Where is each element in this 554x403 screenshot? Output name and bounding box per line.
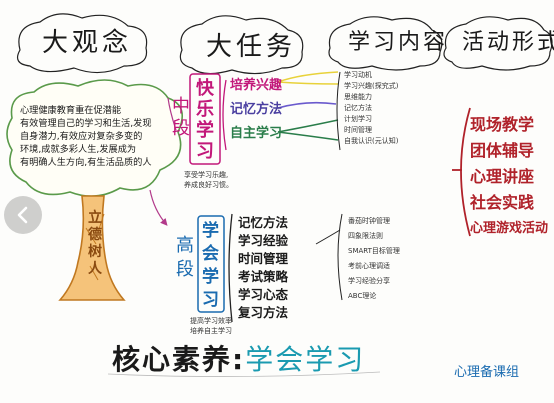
header-big-task: 大任务 [206,32,297,62]
link-memory [277,101,337,109]
big-concept-text: 心理健康教育重在促潜能 有效管理自己的学习和生活,发现 自身潜力,有效应对复杂多… [20,104,152,169]
content-item: 学习经验分享 [348,277,390,285]
content-item: 自我认识(元认知) [344,137,399,145]
activity-item: 心理游戏活动 [470,221,549,236]
high-task: 时间管理 [238,251,289,266]
middle-theme: 快 乐 学 习 [196,78,214,162]
concept-line: 心理健康教育重在促潜能 [20,105,122,116]
content-item: 学习兴趣(探究式) [344,82,399,90]
content-item: ABC理论 [348,292,377,300]
high-task: 学习经验 [238,233,289,248]
cloud-big-task [179,15,304,75]
bracket-activity [460,107,471,237]
content-item: 四象限法则 [348,232,383,240]
bracket-middle-content [336,71,341,151]
link-interest-2 [277,81,339,85]
content-item: 计划学习 [344,115,372,123]
activities: 现场教学 团体辅导 心理讲座 社会实践 心理游戏活动 [470,112,548,242]
bracket-high-content [337,213,343,301]
task-autonomous: 自主学习 [230,126,283,141]
concept-line: 环境,成就多彩人生,发展成为 [20,144,137,155]
middle-note: 享受学习乐趣, 养成良好习惯。 [184,171,233,189]
tree-bark-lines [85,213,105,281]
activity-item: 现场教学 [470,115,535,134]
link-autonomous [277,119,339,133]
content-item: SMART目标管理 [348,247,400,255]
high-task: 考试策略 [238,269,289,284]
link-concept-high [149,189,168,226]
content-item: 时间管理 [344,126,372,134]
header-content: 学习内容 [348,30,449,55]
content-item: 学习动机 [344,71,372,79]
content-item: 思维能力 [344,93,372,101]
middle-tasks: 培养兴趣 记忆方法 自主学习 [230,74,282,146]
content-item: 记忆方法 [344,104,372,112]
link-high-content [315,229,341,245]
concept-line: 有效管理自己的学习和生活,发现 [20,118,152,129]
tree-trunk [58,195,126,301]
signature: 心理备课组 [454,365,520,380]
header-activity: 活动形式 [462,30,554,55]
cloud-big-concept-text [6,79,184,197]
core-label: 核心素养: [112,343,246,376]
concept-line: 有明确人生方向,有生活品质的人 [20,157,152,168]
box-middle-theme [189,73,221,165]
high-task: 学习心态 [238,287,289,302]
previous-image-button[interactable] [4,196,42,234]
task-interest: 培养兴趣 [230,78,283,93]
activity-item: 心理讲座 [470,167,535,186]
cloud-big-concept [17,13,148,74]
core-underline [107,371,381,377]
high-theme: 学 会 学 习 [202,221,219,310]
tree-label: 立 德 树 人 [88,210,102,277]
high-tasks: 记忆方法 学习经验 时间管理 考试策略 学习心态 复习方法 [238,214,288,322]
grade-high: 高 段 [176,235,194,280]
high-task: 记忆方法 [238,215,289,230]
box-high-theme [197,215,225,313]
high-task: 复习方法 [238,305,289,320]
bracket-high-tasks [228,213,233,323]
header-big-concept: 大观念 [42,28,133,58]
bracket-middle-tasks [222,79,227,151]
activity-item: 社会实践 [470,193,535,212]
content-item: 考前心理调适 [348,262,390,270]
core-value: 学会学习 [245,343,366,376]
core-literacy: 核心素养:学会学习 [112,346,365,374]
high-note: 提高学习效率 培养自主学习 [190,317,232,335]
grade-middle: 中 段 [172,96,190,139]
cloud-content [328,16,443,71]
concept-line: 自身潜力,有效应对复杂多变的 [20,131,143,142]
content-item: 番茄时钟管理 [348,217,390,225]
task-memory: 记忆方法 [230,102,283,117]
link-concept-middle [167,97,177,131]
activity-item: 团体辅导 [470,141,535,160]
link-autonomous-2 [277,131,339,141]
high-content: 番茄时钟管理 四象限法则 SMART目标管理 考前心理调适 学习经验分享 ABC… [348,214,400,304]
middle-content: 学习动机 学习兴趣(探究式) 思维能力 记忆方法 计划学习 时间管理 自我认识(… [344,70,398,147]
cloud-activity [443,16,553,71]
arrow-left-icon [17,206,28,224]
link-interest [277,71,339,83]
